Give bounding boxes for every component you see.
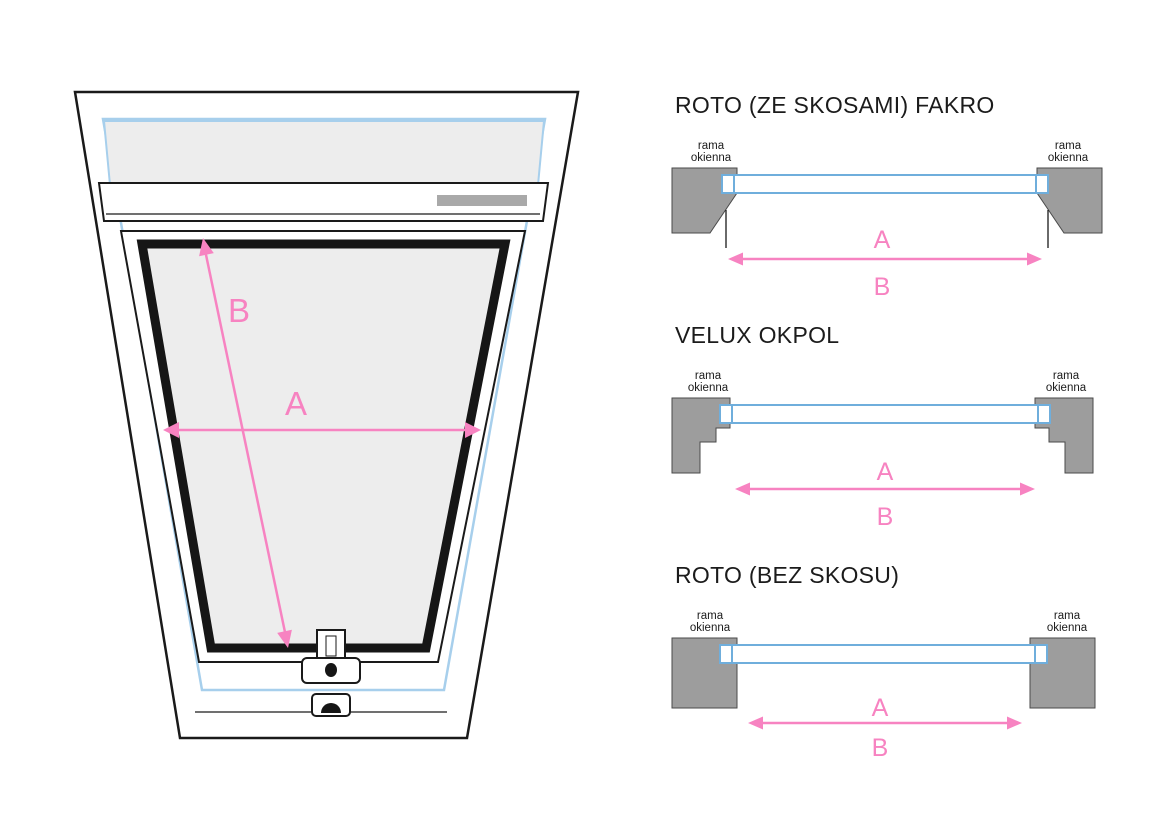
label-a: A <box>872 694 889 722</box>
frame-label-left: rama <box>698 140 725 152</box>
arrow-b-line <box>203 249 288 638</box>
label-b: B <box>874 273 891 301</box>
sash-handle-slot <box>325 635 337 657</box>
cross-section-velux-okpol-diagram: rama okienna rama okienna A B <box>671 370 1094 531</box>
label-b: B <box>872 734 889 762</box>
label-b: B <box>228 292 250 329</box>
arrow-head-right <box>1027 252 1042 266</box>
arrow-head-right <box>1007 716 1022 730</box>
ventilation-flap-bar <box>97 182 550 222</box>
frame-handle-grip <box>321 703 341 713</box>
measurement-arrow-b: B <box>199 238 292 648</box>
section-title: ROTO (ZE SKOSAMI) FAKRO <box>675 92 995 118</box>
frame-label-left: rama <box>697 610 724 622</box>
frame-label-right: okienna <box>1047 622 1088 634</box>
arrow-a-head-right <box>465 422 481 438</box>
frame-label-left: okienna <box>691 152 732 164</box>
window-frame-right <box>1036 167 1103 234</box>
glass-pane <box>136 239 511 653</box>
arrow-head-left <box>748 716 763 730</box>
cross-section-roto-bez-skosu-diagram: rama okienna rama okienna A B <box>671 610 1096 762</box>
label-a: A <box>874 226 891 254</box>
top-glass-section <box>102 120 546 186</box>
cross-section-roto-skosami-diagram: rama okienna rama okienna A B <box>671 140 1103 301</box>
frame-label-right: rama <box>1055 140 1082 152</box>
window-frame-left <box>671 167 738 234</box>
section-velux-okpol: VELUX OKPOL rama okienna rama okienna A … <box>660 320 1135 541</box>
label-b: B <box>877 503 894 531</box>
arrow-head-left <box>735 482 750 496</box>
section-title: VELUX OKPOL <box>675 322 840 348</box>
sash-handle-knob <box>325 663 337 677</box>
frame-label-right: rama <box>1053 370 1080 382</box>
frame-handle <box>311 693 351 717</box>
label-a: A <box>877 458 894 486</box>
label-a: A <box>285 385 307 422</box>
glazing-bar <box>721 174 1049 194</box>
arrow-b-head-bottom <box>277 629 292 648</box>
measurement-arrow-a: A <box>163 385 481 438</box>
frame-label-left: okienna <box>690 622 731 634</box>
frame-label-right: rama <box>1054 610 1081 622</box>
glazing-bar <box>719 644 1048 664</box>
arrow-a-head-left <box>163 422 179 438</box>
frame-label-right: okienna <box>1048 152 1089 164</box>
arrow-head-right <box>1020 482 1035 496</box>
frame-label-left: okienna <box>688 382 729 394</box>
roof-window-front-diagram: A B <box>73 90 580 740</box>
glazing-bar <box>719 404 1051 424</box>
section-roto-bez-skosu: ROTO (BEZ SKOSU) rama okienna rama okien… <box>660 560 1135 781</box>
arrow-b-head-top <box>199 238 214 257</box>
section-roto-skosami: ROTO (ZE SKOSAMI) FAKRO rama okienna ram… <box>660 90 1135 311</box>
frame-label-right: okienna <box>1046 382 1087 394</box>
arrow-head-left <box>728 252 743 266</box>
sash-handle <box>301 629 361 684</box>
ventilation-flap-handle <box>437 195 527 206</box>
frame-label-left: rama <box>695 370 722 382</box>
section-title: ROTO (BEZ SKOSU) <box>675 562 900 588</box>
